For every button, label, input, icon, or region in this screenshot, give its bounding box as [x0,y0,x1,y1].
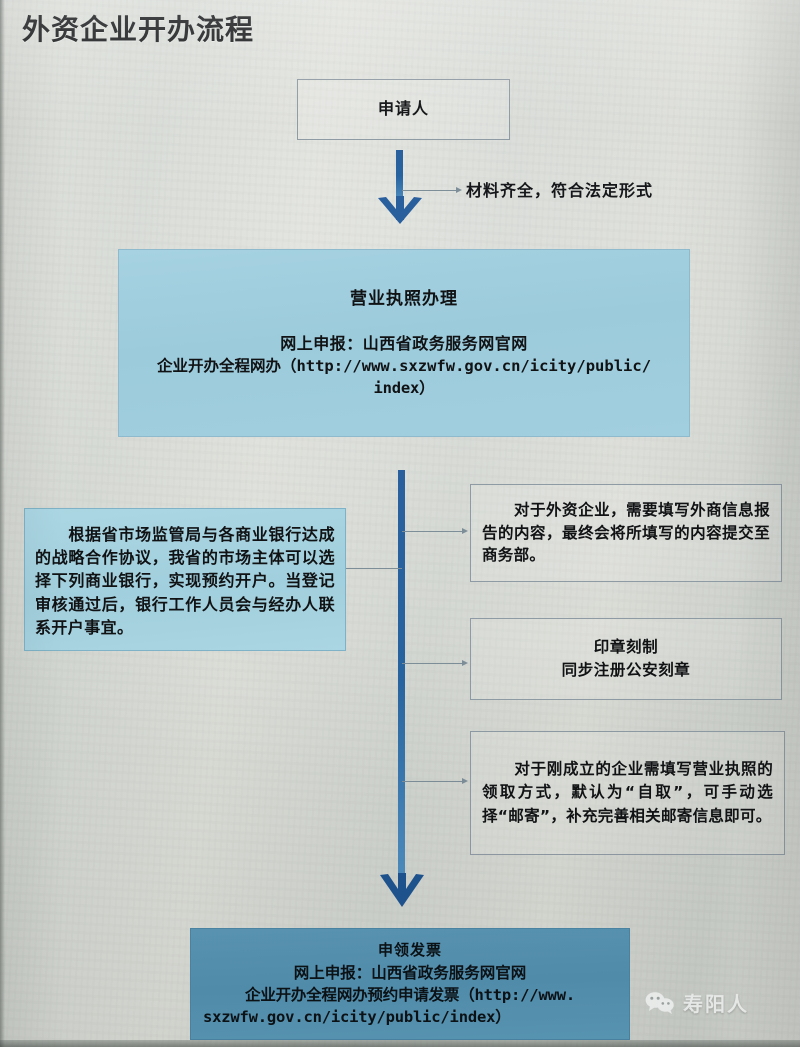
arrow-applicant-to-license-shaft [396,150,403,202]
node-business-license-line1: 网上申报：山西省政务服务网官网 [280,333,528,353]
arrow-applicant-to-license-head [378,196,422,224]
node-license-pickup-text: 对于刚成立的企业需填写营业执照的领取方式，默认为“自取”，可手动选择“邮寄”，补… [482,760,773,825]
page-title: 外资企业开办流程 [22,13,255,46]
node-seal-engraving-line2: 同步注册公安刻章 [561,661,691,679]
connector-foreign-info-arrowhead [462,527,468,534]
node-bank-account-note: 根据省市场监管局与各商业银行达成的战略合作协议，我省的市场主体可以选择下列商业银… [24,508,346,651]
node-business-license-line2: 企业开办全程网办（http://www.sxzwfw.gov.cn/icity/… [156,357,652,376]
node-license-pickup-method: 对于刚成立的企业需填写营业执照的领取方式，默认为“自取”，可手动选择“邮寄”，补… [470,731,785,855]
connector-materials-arrowhead [456,186,462,193]
node-invoice-line3: sxzwfw.gov.cn/icity/public/index） [203,1007,511,1026]
node-seal-engraving-line1: 印章刻制 [593,637,659,656]
node-applicant-label: 申请人 [377,99,429,119]
node-bank-account-text: 根据省市场监管局与各商业银行达成的战略合作协议，我省的市场主体可以选择下列商业银… [35,525,335,637]
connector-seal-line [402,663,464,664]
node-business-license: 营业执照办理 网上申报：山西省政务服务网官网 企业开办全程网办（http://w… [118,249,690,437]
connector-pickup-arrowhead [462,777,468,784]
node-invoice-application: 申领发票 网上申报：山西省政务服务网官网 企业开办全程网办预约申请发票（http… [190,928,630,1040]
wechat-icon [645,991,674,1014]
connector-bank-line [346,568,402,569]
node-invoice-line1: 网上申报：山西省政务服务网官网 [293,963,527,982]
connector-materials-label: 材料齐全，符合法定形式 [466,181,654,200]
connector-pickup-line [402,781,464,782]
watermark: 寿阳人 [645,988,749,1017]
node-seal-engraving: 印章刻制 同步注册公安刻章 [470,618,782,700]
node-invoice-heading: 申领发票 [377,941,442,960]
connector-foreign-info-line [402,531,464,532]
page-left-edge [0,0,5,1047]
connector-materials-line [402,190,458,191]
node-foreign-investment-info: 对于外资企业，需要填写外商信息报告的内容，最终会将所填写的内容提交至商务部。 [470,484,782,582]
arrow-license-to-invoice-shaft [398,470,405,882]
page-bottom-edge [0,1040,800,1047]
watermark-text: 寿阳人 [683,992,749,1016]
arrow-license-to-invoice-head [380,873,424,907]
node-foreign-investment-text: 对于外资企业，需要填写外商信息报告的内容，最终会将所填写的内容提交至商务部。 [482,500,770,565]
connector-seal-arrowhead [462,659,468,666]
node-business-license-line3: index） [373,379,435,398]
node-business-license-heading: 营业执照办理 [350,288,458,309]
node-applicant: 申请人 [297,79,510,140]
node-invoice-line2: 企业开办全程网办预约申请发票（http://www. [245,985,575,1004]
